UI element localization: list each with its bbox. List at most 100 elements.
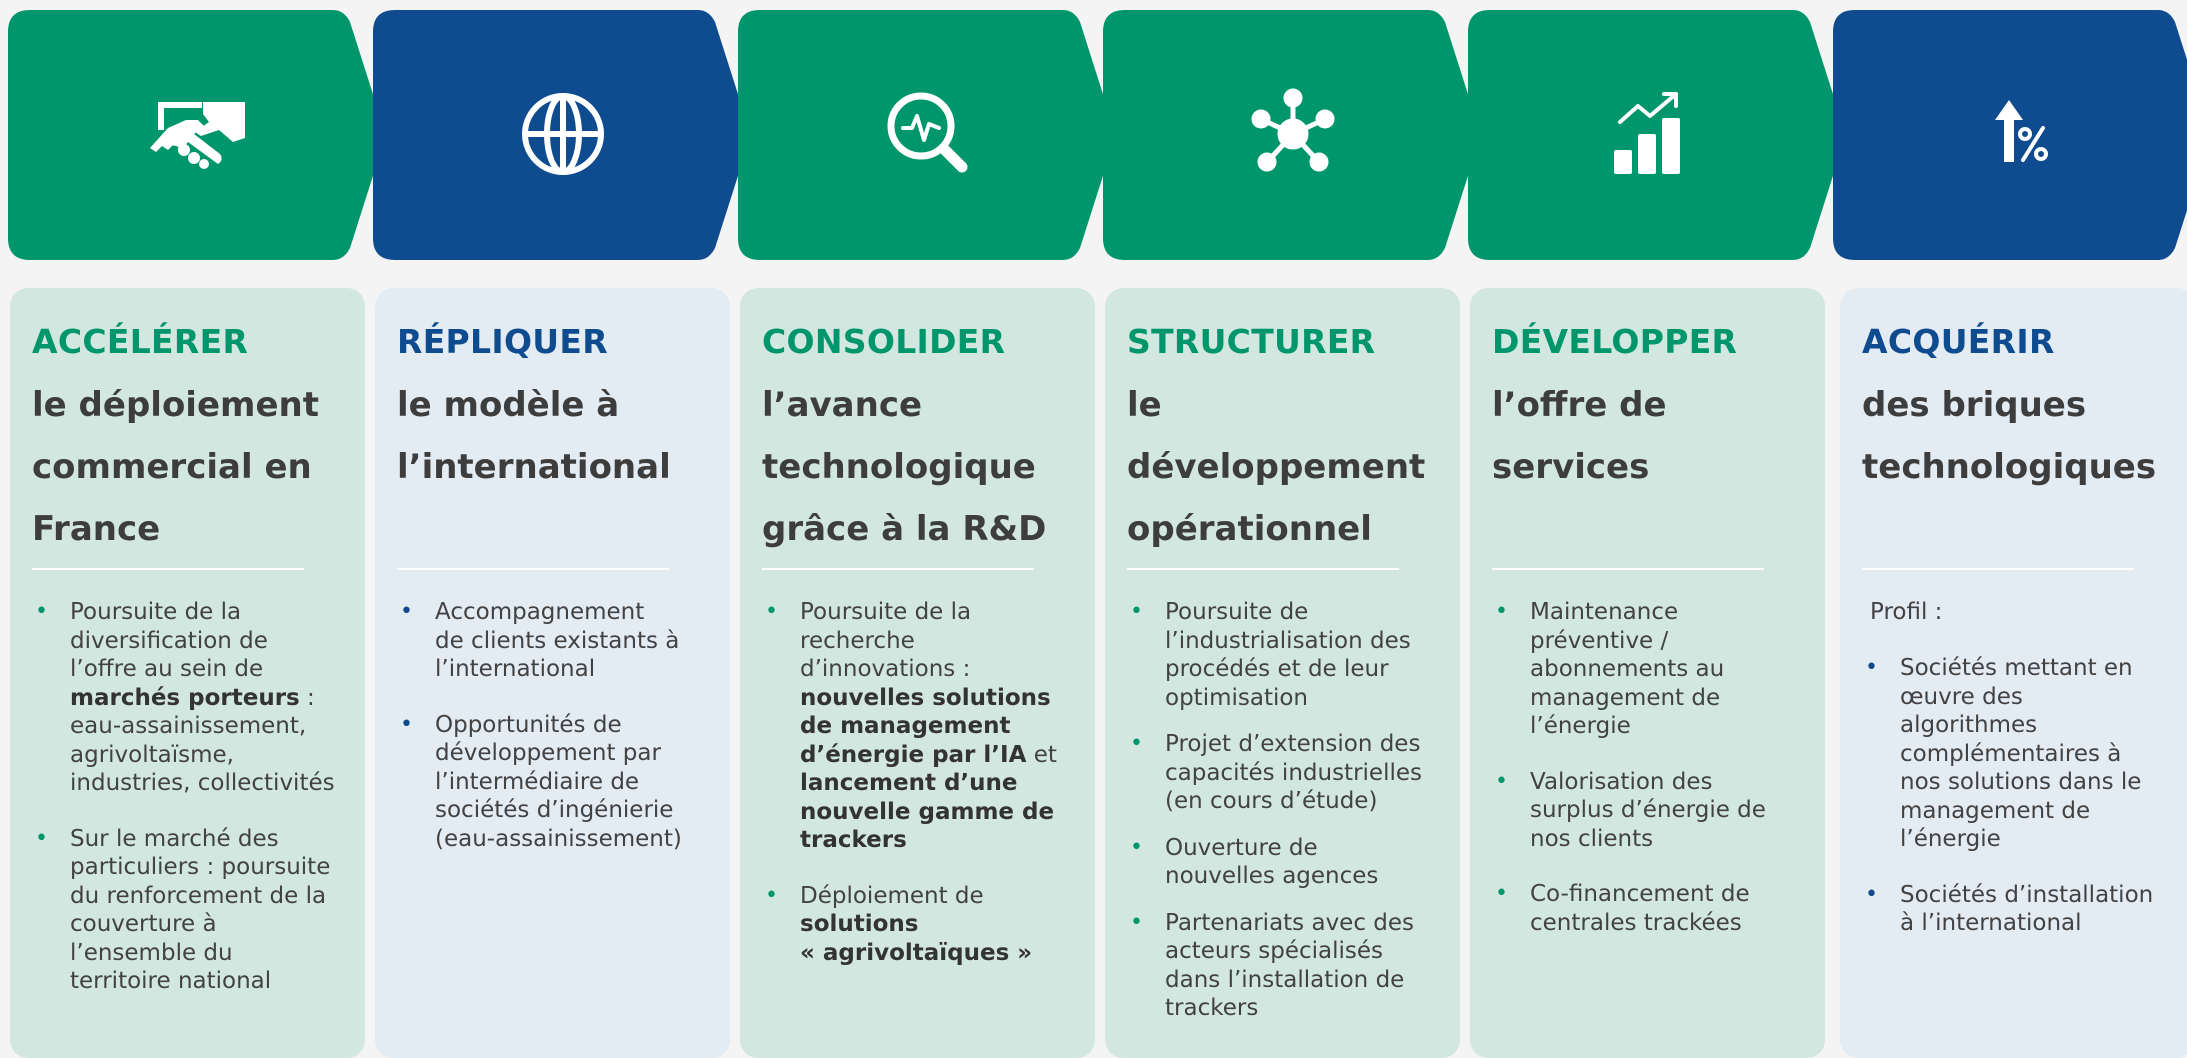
step-subtitle: l’offre de services [1492, 374, 1822, 498]
list-item-line: Déploiement de [800, 882, 984, 909]
subtitle-line: le déploiement [32, 385, 319, 425]
step-title: ACCÉLÉRER [32, 322, 249, 361]
card-developper: DÉVELOPPER l’offre de services • Mainten… [1470, 288, 1825, 1058]
subtitle-line: l’international [397, 447, 671, 487]
list-item-line: algorithmes [1900, 712, 2038, 738]
bullet-icon: • [1130, 834, 1143, 860]
list-item-line: Co-financement de [1530, 881, 1750, 907]
chevron-step-2 [373, 10, 751, 260]
bullet-icon: • [1865, 881, 1878, 907]
list-item-line: d’innovations : [800, 656, 971, 682]
list-item-line: Sur le marché des [70, 825, 279, 852]
list-item-line: œuvre des [1900, 683, 2023, 710]
chevron-step-1 [8, 10, 386, 260]
bullet-icon: • [400, 711, 413, 737]
subtitle-line: le modèle à [397, 385, 620, 425]
chevron-step-3 [738, 10, 1116, 260]
list-item-line: trackers [800, 827, 907, 853]
divider [762, 568, 1034, 570]
bullet-icon: • [1130, 599, 1143, 624]
card-consolider: CONSOLIDER l’avance technologique grâce … [740, 288, 1095, 1058]
subtitle-line: technologique [762, 447, 1036, 487]
list-item-line: solutions [800, 911, 919, 937]
list-item-line: l’offre au sein de [70, 656, 264, 682]
bullet-icon: • [765, 882, 778, 908]
list-item-line: préventive / [1530, 627, 1669, 654]
card-repliquer: RÉPLIQUER le modèle à l’international • … [375, 288, 730, 1058]
subtitle-line: des briques [1862, 385, 2087, 425]
list-item-line: dans l’installation de [1165, 966, 1405, 993]
list-item-line: Opportunités de [435, 711, 622, 738]
list-item-line: particuliers : poursuite [70, 854, 331, 880]
list-item-line: complémentaires à [1900, 740, 2122, 767]
list-item-line: Projet d’extension des [1165, 731, 1421, 757]
list-item-line: (en cours d’étude) [1165, 788, 1378, 814]
list-item-line: centrales trackées [1530, 909, 1742, 936]
list-item-line: trackers [1165, 995, 1259, 1021]
list-item-line: de management [800, 713, 1011, 739]
list-item-line: optimisation [1165, 684, 1309, 711]
card-accelerer: ACCÉLÉRER le déploiement commercial en F… [10, 288, 365, 1058]
step-title: RÉPLIQUER [397, 322, 608, 361]
profile-label: Profil : [1870, 599, 1943, 625]
card-acquerir: ACQUÉRIR des briques technologiques Prof… [1840, 288, 2187, 1058]
subtitle-line: l’offre de services [1492, 385, 1667, 487]
list-item-line: eau-assainissement, [70, 713, 307, 739]
subtitle-line: commercial en [32, 447, 312, 487]
percent-up-icon [1995, 100, 2048, 162]
list-item-line: sociétés d’ingénierie [435, 797, 674, 823]
bullet-icon: • [765, 599, 778, 624]
list-item-line: surplus d’énergie de [1530, 797, 1766, 823]
list-item-line: lancement d’une [800, 770, 1018, 796]
list-item-line: nos solutions dans le [1900, 769, 2142, 795]
step-title: DÉVELOPPER [1492, 322, 1738, 361]
list-item-line: territoire national [70, 968, 272, 994]
divider [1127, 568, 1399, 570]
step-subtitle: des briques technologiques [1862, 374, 2187, 498]
list-item-line: Poursuite de la [70, 599, 242, 625]
list-item-line: Poursuite de la [800, 599, 972, 625]
chevron-shape [1468, 10, 1846, 260]
handshake-icon [150, 102, 245, 169]
bullet-icon: • [1865, 655, 1878, 680]
chevron-shape [8, 10, 386, 260]
list-item-line: capacités industrielles [1165, 759, 1422, 786]
bullet-icon: • [1130, 909, 1143, 935]
magnifier-pulse-icon [887, 92, 968, 173]
list-item-line: l’intermédiaire de [435, 768, 640, 795]
list-item-line: Maintenance [1530, 599, 1679, 625]
card-structurer: STRUCTURER le développement opérationnel… [1105, 288, 1460, 1058]
subtitle-line: France [32, 509, 161, 549]
list-item-line: Valorisation des [1530, 768, 1713, 795]
step-title: STRUCTURER [1127, 322, 1376, 361]
bullet-icon: • [1130, 731, 1143, 756]
list-item-line: nos clients [1530, 825, 1654, 852]
list-item-line: management de [1530, 684, 1721, 711]
list-item-line: l’ensemble du [70, 939, 233, 966]
list-item-line: l’énergie [1530, 713, 1631, 739]
list-item-line: marchés porteurs : [70, 684, 315, 711]
divider [1862, 568, 2134, 570]
